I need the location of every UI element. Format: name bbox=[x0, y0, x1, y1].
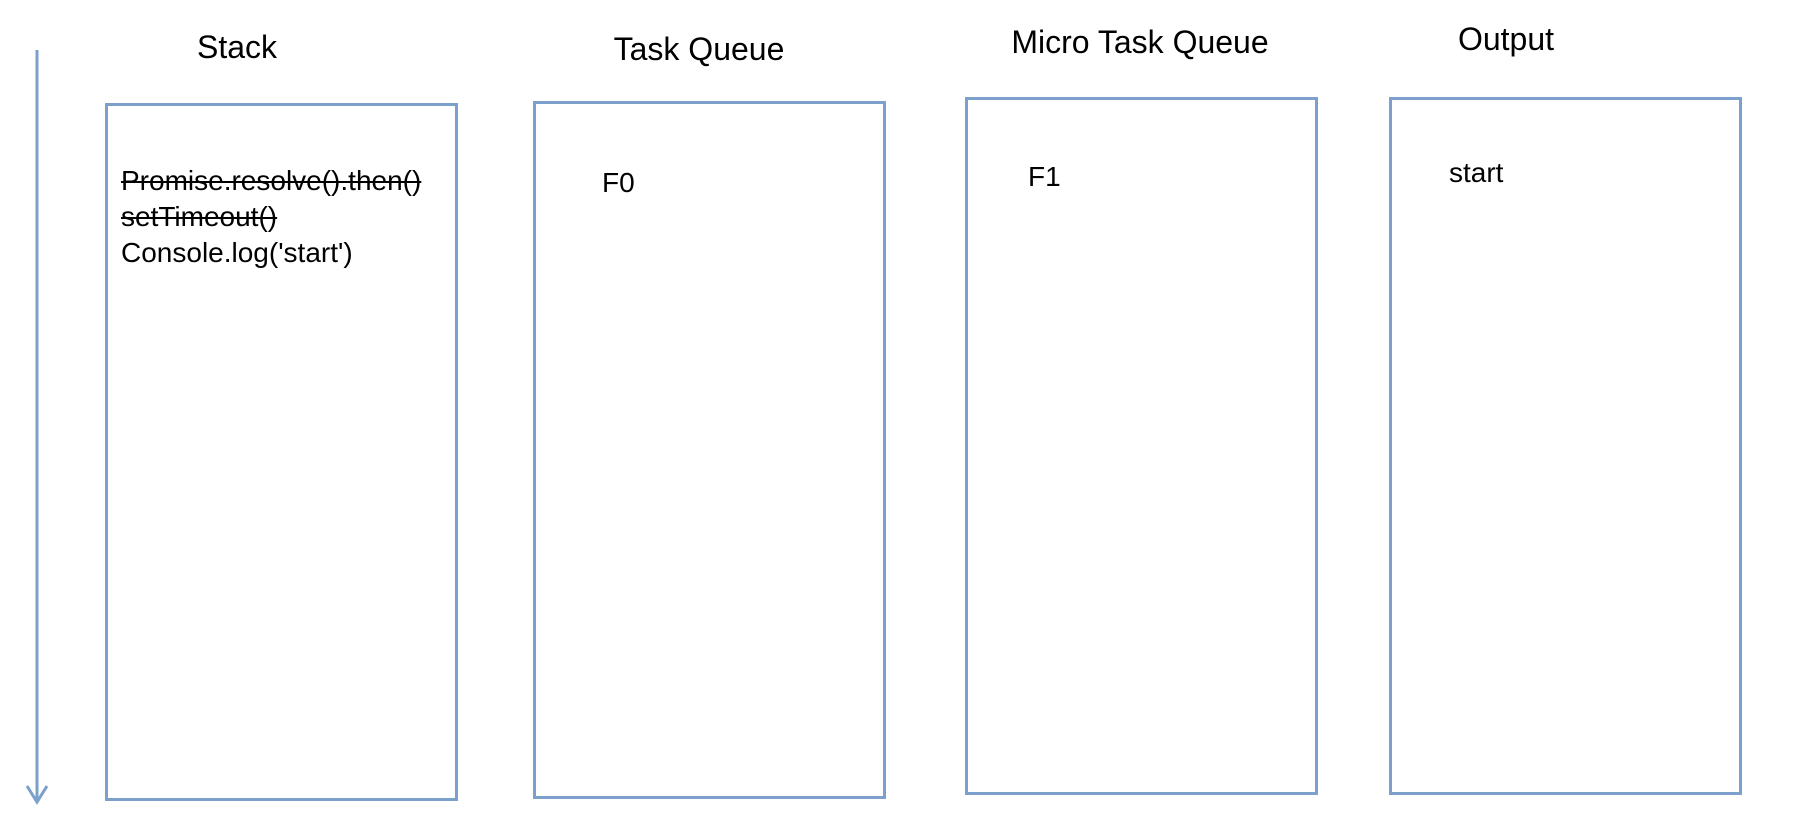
micro-task-queue-items: F1 bbox=[1028, 159, 1061, 195]
stack-panel: Promise.resolve().then() setTimeout() Co… bbox=[105, 103, 458, 801]
stack-title: Stack bbox=[196, 29, 278, 65]
output-items: start bbox=[1449, 155, 1503, 191]
output-panel: start bbox=[1389, 97, 1742, 795]
task-queue-item-f0: F0 bbox=[602, 167, 635, 198]
output-item-start: start bbox=[1449, 157, 1504, 188]
micro-task-queue-item-f1: F1 bbox=[1028, 161, 1061, 192]
output-title: Output bbox=[1457, 21, 1555, 57]
stack-items: Promise.resolve().then() setTimeout() Co… bbox=[121, 163, 421, 271]
stack-item-settimeout: setTimeout() bbox=[121, 201, 278, 232]
micro-task-queue-title: Micro Task Queue bbox=[1011, 24, 1269, 60]
task-queue-panel: F0 bbox=[533, 101, 886, 799]
stack-item-promise-then: Promise.resolve().then() bbox=[121, 165, 422, 196]
micro-task-queue-panel: F1 bbox=[965, 97, 1318, 795]
down-arrow-icon bbox=[25, 50, 49, 805]
task-queue-title: Task Queue bbox=[613, 31, 785, 67]
task-queue-items: F0 bbox=[602, 165, 635, 201]
stack-item-console-log: Console.log('start') bbox=[121, 237, 353, 268]
